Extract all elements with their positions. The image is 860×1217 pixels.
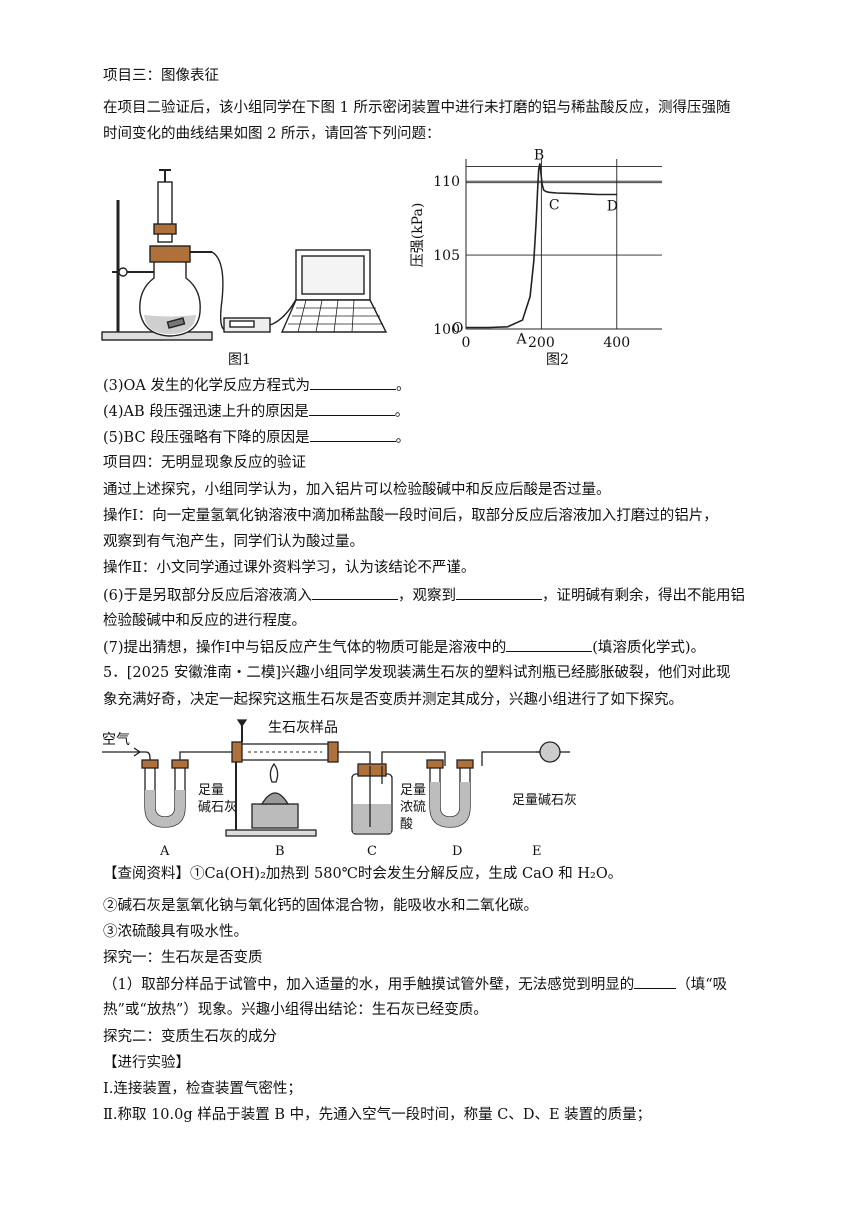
chart-ylabel: 压强(kPa)	[410, 203, 426, 268]
inquiry-1-text-b: （填“吸	[676, 977, 728, 993]
point-label-D: D	[607, 198, 618, 214]
chart-labels: 100 105 110 0 200 400 O A B C D	[433, 147, 630, 351]
section-experiment: 【进行实验】	[103, 1055, 190, 1071]
y-tick-label: 110	[433, 174, 460, 190]
figure-2-caption: 图2	[546, 352, 569, 368]
label-acid-line3: 酸	[400, 817, 413, 832]
step-1: Ⅰ.连接装置，检查装置气密性；	[103, 1081, 302, 1097]
para-line: 通过上述探究，小组同学认为，加入铝片可以检验酸碱中和反应后酸是否过量。	[103, 482, 611, 498]
question-3: (3)OA 发生的化学反应方程式为 。	[103, 375, 411, 396]
label-sample: 生石灰样品	[268, 720, 338, 736]
period: 。	[396, 378, 411, 394]
section-inquiry-2: 探究二：变质生石灰的成分	[103, 1029, 277, 1045]
x-tick-label: 400	[603, 335, 630, 351]
para-line: 操作Ⅱ：小文同学通过课外资料学习，认为该结论不严谨。	[103, 560, 476, 576]
para-line: 观察到有气泡产生，同学们认为酸过量。	[103, 534, 364, 550]
question-4: (4)AB 段压强迅速上升的原因是 。	[103, 401, 409, 422]
period: 。	[395, 430, 411, 446]
y-tick-label: 105	[433, 248, 460, 264]
label-B: B	[275, 844, 285, 859]
question-5: (5)BC 段压强略有下降的原因是 。	[103, 427, 410, 448]
question-7-text-b: (填溶质化学式)。	[592, 640, 706, 656]
reference-3: ③浓硫酸具有吸水性。	[103, 924, 248, 940]
chart-series-line	[466, 163, 617, 329]
label-soda2: 足量碱石灰	[512, 793, 577, 808]
section-inquiry-1: 探究一：生石灰是否变质	[103, 950, 263, 966]
question-7-text-a: (7)提出猜想，操作Ⅰ中与铝反应产生气体的物质可能是溶液中的	[103, 640, 507, 656]
chart-grid	[465, 159, 662, 330]
question-6-text-b: ，观察到	[398, 588, 457, 604]
label-D: D	[452, 844, 462, 859]
point-label-C: C	[549, 198, 560, 214]
point-label-B: B	[534, 147, 544, 163]
step-2: Ⅱ.称取 10.0g 样品于装置 B 中，先通入空气一段时间，称量 C、D、E …	[103, 1107, 652, 1123]
answer-blank-7[interactable]	[506, 637, 593, 652]
heading-project4: 项目四：无明显现象反应的验证	[103, 455, 306, 471]
label-A: A	[159, 844, 170, 859]
reference-1: 【查阅资料】①Ca(OH)₂加热到 580℃时会发生分解反应，生成 CaO 和 …	[103, 864, 622, 884]
y-tick-label: 100	[433, 322, 460, 338]
label-acid-line1: 足量	[400, 783, 426, 798]
label-air: 空气	[102, 732, 130, 748]
figure-1-caption: 图1	[228, 352, 251, 368]
para-line: 操作Ⅰ：向一定量氢氧化钠溶液中滴加稀盐酸一段时间后，取部分反应后溶液加入打磨过的…	[103, 508, 718, 524]
question-4-text: (4)AB 段压强迅速上升的原因是	[103, 404, 309, 420]
para-line: 检验酸碱中和反应的进行程度。	[103, 613, 306, 629]
label-soda1-line2: 碱石灰	[198, 800, 237, 815]
para-line: 热”或“放热”）现象。兴趣小组得出结论：生石灰已经变质。	[103, 1002, 488, 1018]
answer-blank-6b[interactable]	[456, 585, 543, 600]
question-5-text: (5)BC 段压强略有下降的原因是	[103, 430, 310, 446]
label-soda1-line1: 足量	[198, 783, 224, 798]
question-6-text-c: ，证明碱有剩余，得出不能用铝	[542, 588, 746, 604]
para-line: 时间变化的曲线结果如图 2 所示，请回答下列问题：	[103, 126, 441, 142]
question-6-text-a: (6)于是另取部分反应后溶液滴入	[103, 588, 313, 604]
question-6: (6)于是另取部分反应后溶液滴入 ，观察到 ，证明碱有剩余，得出不能用铝	[103, 585, 745, 606]
inquiry-1-question: （1）取部分样品于试管中，加入适量的水，用手触摸试管外壁，无法感觉到明显的 （填“…	[103, 974, 727, 995]
x-tick-label: 0	[462, 335, 471, 351]
problem-5-line: 象充满好奇，决定一起探究这瓶生石灰是否变质并测定其成分，兴趣小组进行了如下探究。	[103, 692, 683, 708]
reference-2: ②碱石灰是氢氧化钠与氧化钙的固体混合物，能吸收水和二氧化碳。	[103, 898, 538, 914]
answer-blank-6a[interactable]	[312, 585, 399, 600]
period: 。	[394, 404, 410, 420]
x-tick-label: 200	[528, 335, 555, 351]
figure-1-apparatus	[101, 169, 388, 341]
label-E: E	[532, 844, 542, 859]
label-acid-line2: 浓硫	[400, 800, 426, 815]
problem-5-line: 5．[2025 安徽淮南・二模]兴趣小组同学发现装满生石灰的塑料试剂瓶已经膨胀破…	[103, 665, 731, 681]
question-7: (7)提出猜想，操作Ⅰ中与铝反应产生气体的物质可能是溶液中的 (填溶质化学式)。	[103, 637, 705, 658]
formula-ca-oh2: Ca(OH)₂	[204, 866, 266, 882]
para-line: 在项目二验证后，该小组同学在下图 1 所示密闭装置中进行未打磨的铝与稀盐酸反应，…	[103, 100, 731, 116]
inquiry-1-text-a: （1）取部分样品于试管中，加入适量的水，用手触摸试管外壁，无法感觉到明显的	[103, 977, 635, 993]
figure-3-apparatus: 空气 生石灰样品 足量 碱石灰 足量 浓硫 酸 足量碱石灰 A B C D E	[102, 719, 577, 859]
label-C: C	[367, 844, 377, 859]
question-3-text: (3)OA 发生的化学反应方程式为	[103, 378, 311, 394]
reference-1-text-a: 【查阅资料】①	[103, 866, 205, 882]
answer-blank-3[interactable]	[310, 375, 397, 390]
answer-blank-inquiry-1[interactable]	[634, 974, 677, 989]
figure-2-chart: 100 105 110 0 200 400 O A B C D 压强(kPa)	[410, 147, 662, 351]
point-label-A: A	[516, 332, 528, 348]
answer-blank-4[interactable]	[308, 401, 395, 416]
point-label-O: O	[452, 321, 463, 337]
heading-project3: 项目三：图像表征	[103, 68, 219, 84]
answer-blank-5[interactable]	[309, 427, 396, 442]
reference-1-text-b: 加热到 580℃时会发生分解反应，生成 CaO 和 H₂O。	[265, 866, 623, 882]
